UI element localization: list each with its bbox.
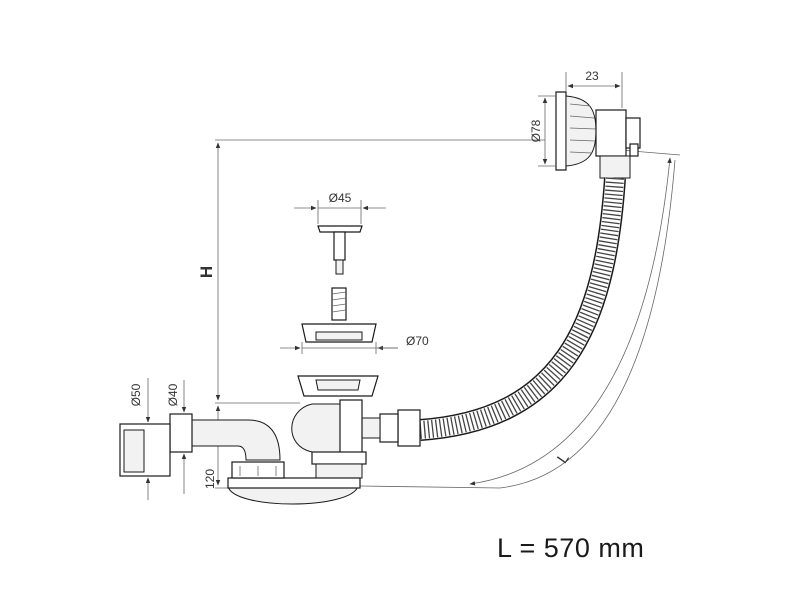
outlet-elbow [119, 413, 281, 477]
hose-connector [359, 409, 421, 447]
trap-bowl [227, 461, 361, 505]
waste-body [291, 375, 379, 479]
length-formula: L = 570 mm [497, 533, 645, 563]
flexible-overflow-hose [419, 177, 626, 441]
dimension-d70-label: Ø70 [406, 334, 429, 348]
dimension-d50: Ø50 [129, 378, 151, 500]
dimension-l-label: L [554, 450, 573, 467]
dimension-d40-label: Ø40 [166, 383, 180, 406]
dimension-d45-label: Ø45 [329, 191, 352, 205]
dimension-length-l: L [469, 157, 672, 486]
dimension-120: 120 [203, 405, 221, 489]
dimension-120-label: 120 [203, 469, 217, 489]
overflow-head: 23 Ø78 [529, 69, 641, 179]
dimension-d40: Ø40 [166, 380, 187, 494]
dimension-d78-label: Ø78 [529, 119, 543, 142]
dimension-d50-label: Ø50 [129, 383, 143, 406]
plug-assembly: Ø45 [294, 191, 386, 321]
dimension-h-label: H [197, 266, 216, 278]
dimension-height-h: H [197, 142, 221, 401]
drain-flange: Ø70 [280, 323, 429, 354]
dimension-23-label: 23 [585, 69, 599, 83]
